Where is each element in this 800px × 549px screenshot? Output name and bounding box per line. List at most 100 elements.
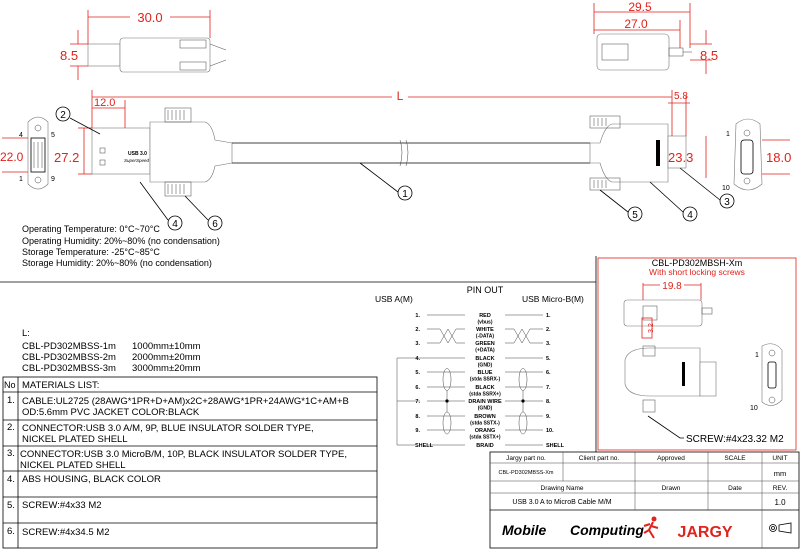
material-no: 2. <box>7 422 15 433</box>
variant-pin10-label: 10 <box>750 405 758 412</box>
pin-right-label: 3. <box>546 341 551 347</box>
material-desc: NICKEL PLATED SHELL <box>20 460 126 471</box>
pinout-row: 4.BLACK(GND)5. <box>415 356 551 369</box>
length-part: CBL-PD302MBSS-1m <box>22 341 116 352</box>
micro-b-end-view: 1 10 18.0 <box>722 118 791 192</box>
dimension-29-5: 29.5 27.0 <box>593 0 691 48</box>
dimension-30: 30.0 <box>87 10 211 44</box>
jargy-part-value: CBL-PD302MBSS-Xm <box>498 470 553 476</box>
materials-no-header: No <box>4 380 16 390</box>
jargy-part-label: Jargy part no. <box>506 455 546 462</box>
a-pin1-label: 1 <box>19 176 23 183</box>
length-value: 2000mm±20mm <box>132 352 201 363</box>
variant-part-number: CBL-PD302MBSH-Xm <box>652 258 743 268</box>
material-desc: NICKEL PLATED SHELL <box>22 434 128 445</box>
spec-line: Storage Temperature: -25°C~85°C <box>22 247 160 257</box>
dim-30-label: 30.0 <box>137 10 162 25</box>
variant-dim-3-2: 3.2 <box>648 323 655 333</box>
pinout-row: 2. WHITE(-DATA) 2. <box>415 327 551 340</box>
balloon-2: 2 <box>60 110 66 121</box>
pinout-title: PIN OUT <box>467 285 504 295</box>
material-desc: ABS HOUSING, BLACK COLOR <box>22 474 161 485</box>
material-no: 3. <box>7 448 15 459</box>
pin-right-label: 10. <box>546 428 554 434</box>
scale-label: SCALE <box>724 455 746 462</box>
dim-L-label: L <box>397 89 404 103</box>
callout-balloons: 2 1 4 6 5 4 3 <box>55 106 735 231</box>
usb-a-end-view: 4 5 1 9 22.0 <box>0 116 55 190</box>
pinout-diagram: PIN OUT USB A(M) USB Micro-B(M) 1.RED(vb… <box>375 285 584 449</box>
a-pin9-label: 9 <box>51 176 55 183</box>
dim-8-5-left-label: 8.5 <box>60 48 78 63</box>
pin-left-label: SHELL <box>415 443 434 449</box>
pinout-row: 8.BROWN(stda SSTX-)9. <box>415 414 551 427</box>
wire-color-label: WHITE <box>476 327 494 333</box>
dim-12-label: 12.0 <box>94 97 115 109</box>
wire-signal-label: (stda SSTX+) <box>470 435 501 441</box>
material-no: 1. <box>7 395 15 406</box>
pin-right-label: 8. <box>546 399 551 405</box>
wire-signal-label: (stda SSRX-) <box>470 377 501 383</box>
material-desc: SCREW:#4x33 M2 <box>22 500 102 511</box>
wire-signal-label: (GND) <box>478 406 493 412</box>
dim-5-8-label: 5.8 <box>674 91 688 102</box>
dimension-8-5-left: 8.5 <box>60 30 88 80</box>
wire-color-label: BLACK <box>475 385 494 391</box>
material-no: 5. <box>7 500 15 511</box>
running-man-icon <box>643 516 659 539</box>
material-desc: SCREW:#4x34.5 M2 <box>22 527 109 538</box>
usb-a-top-view <box>87 37 227 73</box>
length-part: CBL-PD302MBSS-2m <box>22 352 116 363</box>
pinout-row: 5.BLUE(stda SSRX-)6. <box>415 370 551 383</box>
wire-signal-label: (vbus) <box>478 320 493 326</box>
pin-left-label: 4. <box>415 356 420 362</box>
dim-22-label: 22.0 <box>0 150 24 164</box>
approved-label: Approved <box>657 455 685 462</box>
pin-left-label: 7. <box>415 399 420 405</box>
wire-signal-label: (stda SSTX-) <box>470 421 500 427</box>
unit-label: UNIT <box>772 455 787 462</box>
dim-8-5-right-label: 8.5 <box>700 48 718 63</box>
balloon-4-left: 4 <box>172 219 178 230</box>
logo-mobile: Mobile <box>502 522 547 538</box>
dimension-8-5-right: 8.5 <box>690 30 718 74</box>
dimension-27-2: 27.2 <box>54 127 92 175</box>
date-label: Date <box>728 485 742 492</box>
balloon-3: 3 <box>724 197 730 208</box>
pin-right-label: 5. <box>546 356 551 362</box>
balloon-4-right: 4 <box>687 210 693 221</box>
dim-27-2-label: 27.2 <box>54 150 79 165</box>
b-pin1-label: 1 <box>726 131 730 138</box>
wire-signal-label: (-DATA) <box>476 334 494 340</box>
cable-assembly-main-view: USB 3.0 SuperSpeed <box>91 107 687 197</box>
material-no: 4. <box>7 474 15 485</box>
pin-right-label: 7. <box>546 385 551 391</box>
pin-left-label: 1. <box>415 313 420 319</box>
pinout-left-header: USB A(M) <box>375 294 413 304</box>
projection-symbol-icon <box>769 522 792 534</box>
short-screw-variant: CBL-PD302MBSH-Xm With short locking scre… <box>597 257 797 451</box>
pin-left-label: 3. <box>415 341 420 347</box>
pin-left-label: 2. <box>415 327 420 333</box>
balloon-5: 5 <box>632 210 638 221</box>
spec-line: Operating Temperature: 0°C~70°C <box>22 224 160 234</box>
logo-jargy: JARGY <box>677 524 732 541</box>
dimension-5-8: 5.8 <box>668 91 690 136</box>
spec-line: Storage Humidity: 20%~80% (no condensati… <box>22 258 212 268</box>
wire-color-label: BRAID <box>476 443 493 449</box>
wire-color-label: GREEN <box>475 341 495 347</box>
dim-23-3-label: 23.3 <box>668 150 693 165</box>
variant-screw-label: SCREW:#4x23.32 M2 <box>686 434 784 445</box>
length-value: 1000mm±10mm <box>132 341 201 352</box>
material-desc: CONNECTOR:USB 3.0 MicroB/M, 10P, BLACK I… <box>20 449 347 460</box>
drawing-name-label: Drawing Name <box>541 485 584 492</box>
rev-value: 1.0 <box>774 498 786 507</box>
dim-29-5-label: 29.5 <box>628 0 652 14</box>
dimension-L: L <box>91 89 673 136</box>
pin-right-label: 2. <box>546 327 551 333</box>
dimension-12: 12.0 <box>92 97 126 128</box>
unit-value: mm <box>774 469 787 478</box>
dim-27-label: 27.0 <box>624 17 648 31</box>
wire-signal-label: (stda SSRX+) <box>469 392 501 398</box>
